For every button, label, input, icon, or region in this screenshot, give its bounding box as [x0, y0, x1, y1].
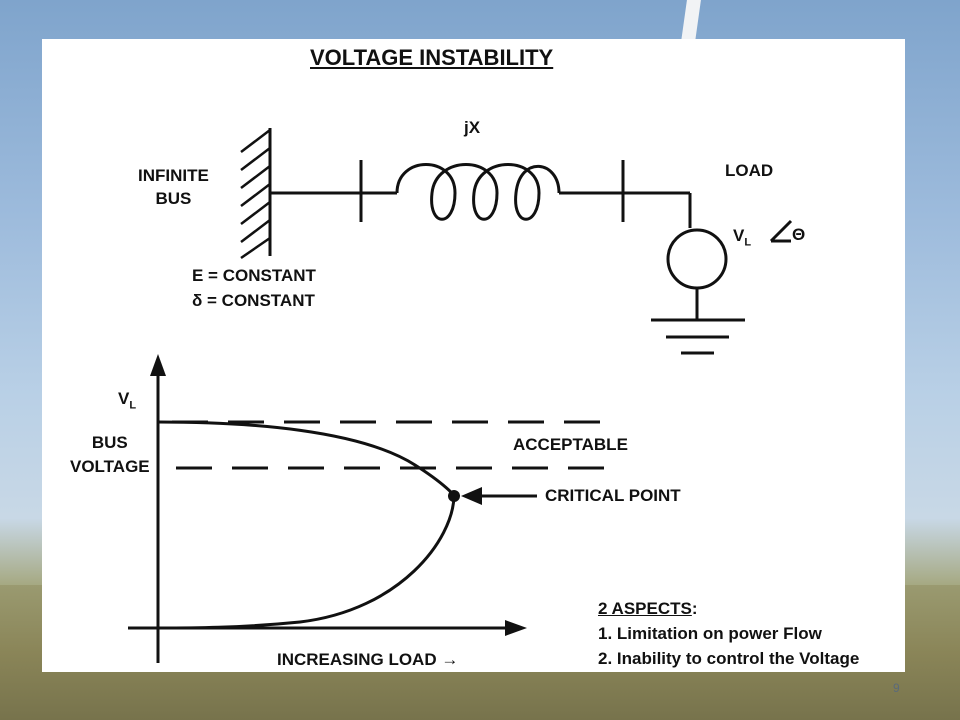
- y-axis-label: VL: [118, 389, 137, 412]
- infinite-bus-label: INFINITE BUS: [138, 166, 209, 208]
- load-source-circle: [666, 228, 728, 290]
- pv-nose-curve: [157, 420, 456, 630]
- load-voltage-label: VL: [733, 226, 752, 249]
- aspects-heading: 2 ASPECTS:: [598, 599, 698, 618]
- slide-canvas: [42, 39, 905, 672]
- critical-point-label: CRITICAL POINT: [545, 486, 681, 505]
- aspect-item-1: 1. Limitation on power Flow: [598, 624, 822, 643]
- critical-point-arrowhead: [461, 487, 482, 505]
- angle-icon: [769, 219, 793, 243]
- ground-symbol: [651, 318, 745, 355]
- slide-title: VOLTAGE INSTABILITY: [310, 45, 554, 70]
- load-label: LOAD: [725, 161, 774, 180]
- critical-point-marker: [448, 490, 460, 502]
- x-axis-label: INCREASING LOAD →: [277, 650, 459, 669]
- e-constant-label: E = CONSTANT: [192, 266, 316, 285]
- bus-voltage-label: BUS VOLTAGE: [70, 433, 150, 476]
- x-axis-arrowhead: [505, 620, 527, 636]
- y-axis-arrowhead: [150, 354, 166, 376]
- delta-constant-label: δ = CONSTANT: [192, 291, 315, 310]
- infinite-bus-hatching: [240, 129, 271, 260]
- aspect-item-2: 2. Inability to control the Voltage: [598, 649, 860, 668]
- angle-theta-label: Θ: [792, 225, 806, 244]
- page-number: 9: [893, 681, 900, 695]
- inductor-coil: [395, 163, 561, 221]
- acceptable-label: ACCEPTABLE: [513, 435, 628, 454]
- reactance-label: jX: [464, 118, 481, 137]
